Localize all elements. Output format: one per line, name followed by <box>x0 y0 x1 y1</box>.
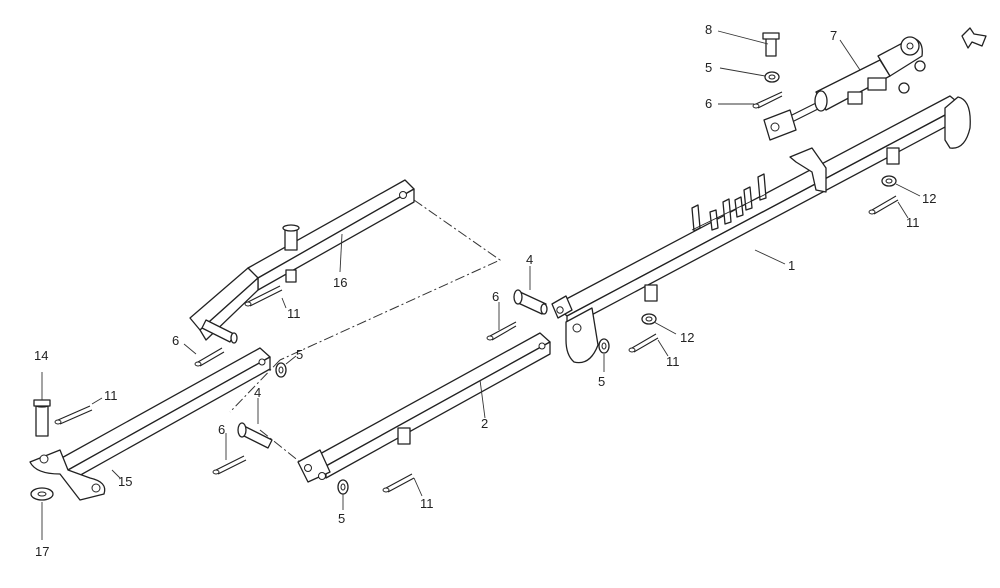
main-frame-tube-part-1 <box>551 95 971 364</box>
callout-6: 6 <box>218 422 225 437</box>
callout-5: 5 <box>338 511 345 526</box>
callout-2: 2 <box>481 416 488 431</box>
callout-8: 8 <box>705 22 712 37</box>
callout-14: 14 <box>34 348 48 363</box>
callout-6: 6 <box>705 96 712 111</box>
leader-lines <box>41 30 921 540</box>
callout-6: 6 <box>172 333 179 348</box>
callout-5: 5 <box>598 374 605 389</box>
pivot-pin-part-4-right <box>513 289 548 315</box>
callout-17: 17 <box>35 544 49 559</box>
headed-pin-part-14 <box>33 399 51 437</box>
long-link-tube-part-15 <box>29 347 271 501</box>
washers <box>30 71 897 501</box>
callout-labels: 1 2 4 4 5 5 5 5 6 6 6 6 7 8 11 11 11 11 … <box>34 22 936 559</box>
callout-7: 7 <box>830 28 837 43</box>
callout-16: 16 <box>333 275 347 290</box>
callout-11: 11 <box>104 388 118 403</box>
pivot-pin-part-4-left <box>237 422 273 449</box>
callout-6: 6 <box>492 289 499 304</box>
callout-11: 11 <box>666 354 680 369</box>
assembly-center-lines <box>229 199 502 463</box>
callout-11: 11 <box>287 306 301 321</box>
middle-link-tube-part-2 <box>297 332 551 483</box>
direction-arrow-icon <box>961 27 987 49</box>
cranked-link-tube-part-16 <box>189 179 415 344</box>
cotter-pins <box>54 91 899 493</box>
callout-11: 11 <box>906 215 920 230</box>
callout-15: 15 <box>118 474 132 489</box>
callout-12: 12 <box>922 191 936 206</box>
headed-pin-part-8 <box>762 32 780 57</box>
hydraulic-cylinder-part-7 <box>763 36 926 141</box>
callout-4: 4 <box>526 252 533 267</box>
callout-12: 12 <box>680 330 694 345</box>
callout-4: 4 <box>254 385 261 400</box>
callout-5: 5 <box>296 347 303 362</box>
callout-1: 1 <box>788 258 795 273</box>
callout-11: 11 <box>420 496 434 511</box>
callout-5: 5 <box>705 60 712 75</box>
